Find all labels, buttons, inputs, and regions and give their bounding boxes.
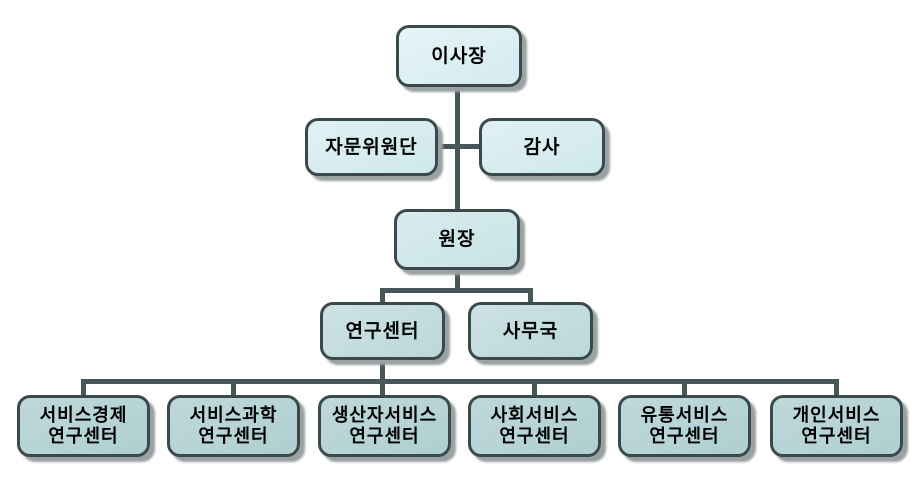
org-node-sub-center-label: 사회서비스 연구센터 — [490, 404, 579, 447]
org-node-sub-center-service-science: 서비스과학 연구센터 — [167, 395, 300, 457]
org-node-sub-center-label: 유통서비스 연구센터 — [640, 404, 729, 447]
org-node-sub-center-personal-services: 개인서비스 연구센터 — [770, 395, 903, 457]
org-node-sub-center-service-economy: 서비스경제 연구센터 — [17, 395, 150, 457]
connector-bus-stub-2 — [231, 379, 236, 396]
connector-bus-stub-5 — [682, 379, 687, 396]
org-node-chairman: 이사장 — [396, 25, 522, 87]
org-node-research-center: 연구센터 — [320, 302, 445, 360]
connector-bus-stub-3 — [380, 379, 385, 396]
connector-level4-bridge — [380, 288, 533, 293]
org-node-advisory-committee-label: 자문위원단 — [325, 135, 418, 158]
connector-research-center-stub — [380, 288, 385, 304]
connector-bus-stub-4 — [532, 379, 537, 396]
org-node-sub-center-label: 개인서비스 연구센터 — [792, 404, 881, 447]
connector-secretariat-stub — [528, 288, 533, 304]
connector-advisory-auditor-bridge — [436, 144, 481, 149]
org-node-director: 원장 — [394, 209, 520, 270]
org-node-sub-center-producer-services: 생산자서비스 연구센터 — [318, 395, 451, 457]
org-node-secretariat: 사무국 — [468, 302, 593, 360]
org-node-auditor: 감사 — [479, 118, 605, 176]
org-node-director-label: 원장 — [438, 228, 476, 251]
connector-director-drop — [455, 270, 460, 293]
org-node-advisory-committee: 자문위원단 — [305, 118, 438, 176]
connector-bus-stub-1 — [81, 379, 86, 396]
org-node-sub-center-social-services: 사회서비스 연구센터 — [468, 395, 601, 457]
connector-research-bus-drop — [380, 358, 385, 381]
org-node-chairman-label: 이사장 — [431, 44, 487, 67]
connector-bus-stub-6 — [834, 379, 839, 396]
org-node-secretariat-label: 사무국 — [502, 319, 559, 342]
org-node-auditor-label: 감사 — [523, 135, 561, 158]
connector-bus — [81, 379, 839, 384]
org-node-research-center-label: 연구센터 — [345, 319, 420, 342]
org-node-sub-center-distribution-services: 유통서비스 연구센터 — [618, 395, 751, 457]
org-node-sub-center-label: 서비스경제 연구센터 — [39, 404, 128, 447]
org-node-sub-center-label: 생산자서비스 연구센터 — [331, 404, 438, 447]
org-node-sub-center-label: 서비스과학 연구센터 — [189, 404, 278, 447]
